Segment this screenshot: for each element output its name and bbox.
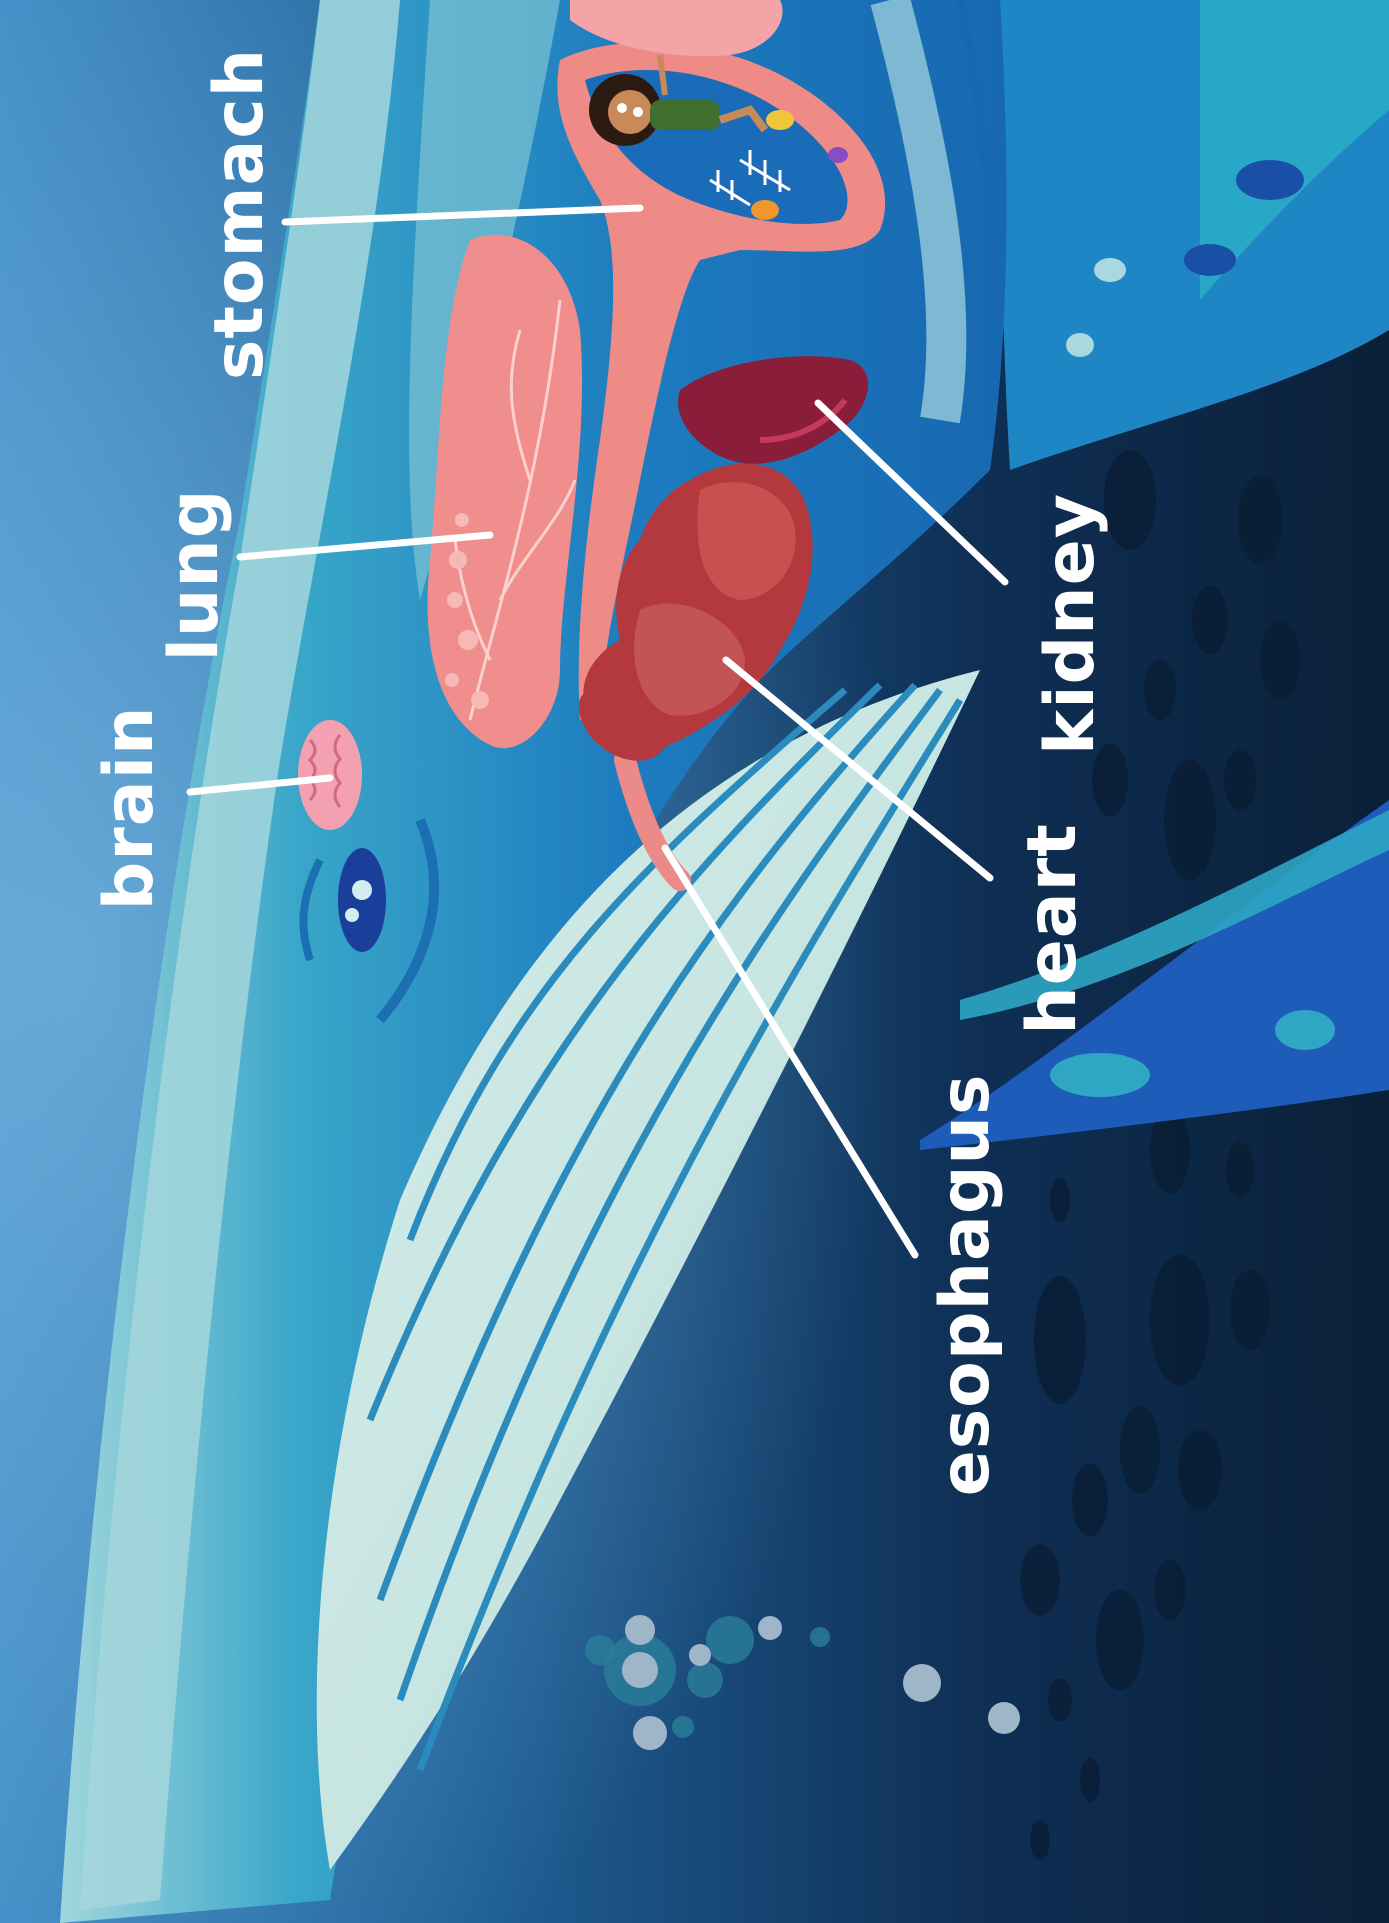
esophagus-label: esophagus bbox=[926, 1074, 1005, 1497]
small-fish-icon bbox=[766, 110, 794, 130]
tail-spot-icon bbox=[1236, 160, 1304, 200]
tail-spot-icon bbox=[1094, 258, 1126, 282]
lung-label: lung bbox=[155, 489, 234, 662]
fin-spot-icon bbox=[1275, 1010, 1335, 1050]
tail-spot-icon bbox=[1066, 333, 1094, 357]
eye-highlight-icon bbox=[352, 880, 372, 900]
small-fish-icon bbox=[751, 200, 779, 220]
brain-label: brain bbox=[90, 706, 169, 911]
kidney-label: kidney bbox=[1031, 493, 1110, 755]
stomach-label: stomach bbox=[200, 48, 279, 380]
eye-highlight-icon bbox=[345, 908, 359, 922]
fin-spot-icon bbox=[1050, 1053, 1150, 1097]
tail-spot-icon bbox=[1184, 244, 1236, 276]
heart-label: heart bbox=[1013, 823, 1092, 1034]
small-fish-icon bbox=[828, 147, 848, 163]
